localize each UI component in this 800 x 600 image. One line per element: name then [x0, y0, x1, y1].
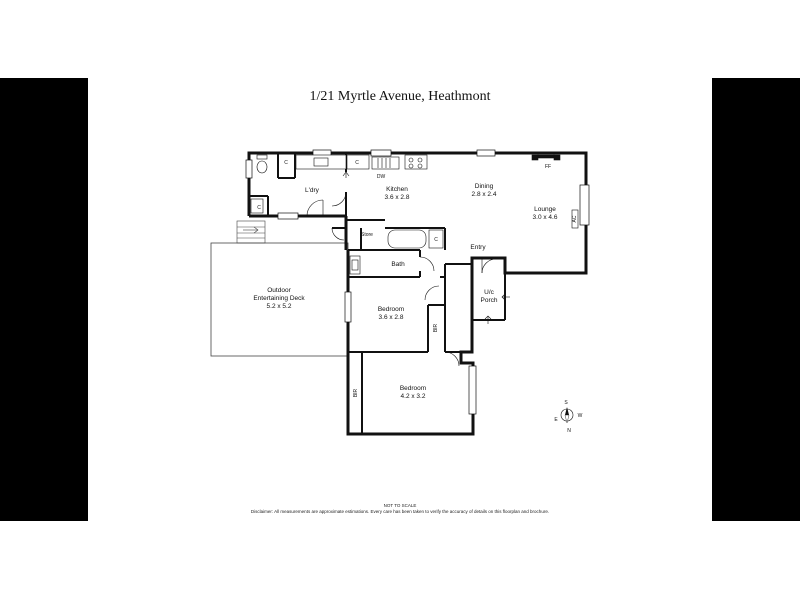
store-label: Store — [361, 232, 373, 238]
kitchen-size: 3.6 x 2.8 — [385, 194, 410, 201]
aircon-label: AC — [572, 215, 578, 222]
bedroom1-size: 3.6 x 2.8 — [379, 314, 404, 321]
toilet-tank-icon — [256, 154, 268, 160]
laundry-label: L'dry — [305, 187, 320, 194]
sink-icon — [313, 157, 329, 167]
robe2-label: BIR — [353, 388, 359, 397]
laundry-tub-cupboard-label: C — [257, 205, 261, 211]
laundry-cupboard-label: C — [284, 160, 288, 166]
compass-n: N — [567, 428, 571, 434]
robe1-label: BIR — [433, 323, 439, 332]
fireplace-icon — [531, 154, 539, 161]
kitchen-cupboard-label: C — [355, 160, 359, 166]
compass-s: S — [564, 400, 568, 406]
bedroom2-label: Bedroom — [400, 385, 426, 392]
left-frame-bar — [0, 78, 88, 521]
kitchen-label: Kitchen — [386, 186, 408, 193]
toilet-icon — [256, 160, 268, 174]
scale-note: NOT TO SCALE — [383, 503, 417, 508]
fixtures — [250, 154, 579, 275]
disclaimer: Disclaimer: All measurements are approxi… — [250, 509, 550, 514]
deck-steps — [236, 220, 266, 244]
deck-label-line2: Entertaining Deck — [253, 295, 305, 302]
porch-label-line1: U/c — [484, 289, 495, 296]
windows — [245, 149, 590, 415]
porch-arrows — [484, 293, 510, 324]
lounge-size: 3.0 x 4.6 — [533, 214, 558, 221]
entry-label: Entry — [470, 244, 486, 251]
dishwasher-label: DW — [377, 174, 386, 180]
laundry-tub-icon — [250, 198, 264, 214]
bath-cupboard-label: C — [434, 237, 438, 243]
dining-size: 2.8 x 2.4 — [472, 191, 497, 198]
bath-label: Bath — [391, 261, 405, 268]
page-title: 1/21 Myrtle Avenue, Heathmont — [309, 89, 491, 104]
lounge-label: Lounge — [534, 206, 556, 213]
bedroom1-label: Bedroom — [378, 306, 404, 313]
aircon-icon — [571, 209, 579, 229]
compass-icon: S N E W — [554, 400, 582, 434]
deck-label-line1: Outdoor — [267, 287, 291, 294]
dining-label: Dining — [475, 183, 494, 190]
fireplace-label: FF — [545, 164, 551, 170]
right-frame-bar — [712, 78, 800, 521]
porch-label-line2: Porch — [481, 297, 498, 304]
compass-w: W — [578, 413, 583, 419]
bedroom2-size: 4.2 x 3.2 — [401, 393, 426, 400]
compass-e: E — [554, 417, 558, 423]
dishwasher-icon — [371, 156, 400, 170]
doors — [306, 171, 497, 367]
deck-size: 5.2 x 5.2 — [267, 303, 292, 310]
cooktop-icon — [404, 154, 428, 170]
bath-tub-icon — [387, 229, 427, 249]
